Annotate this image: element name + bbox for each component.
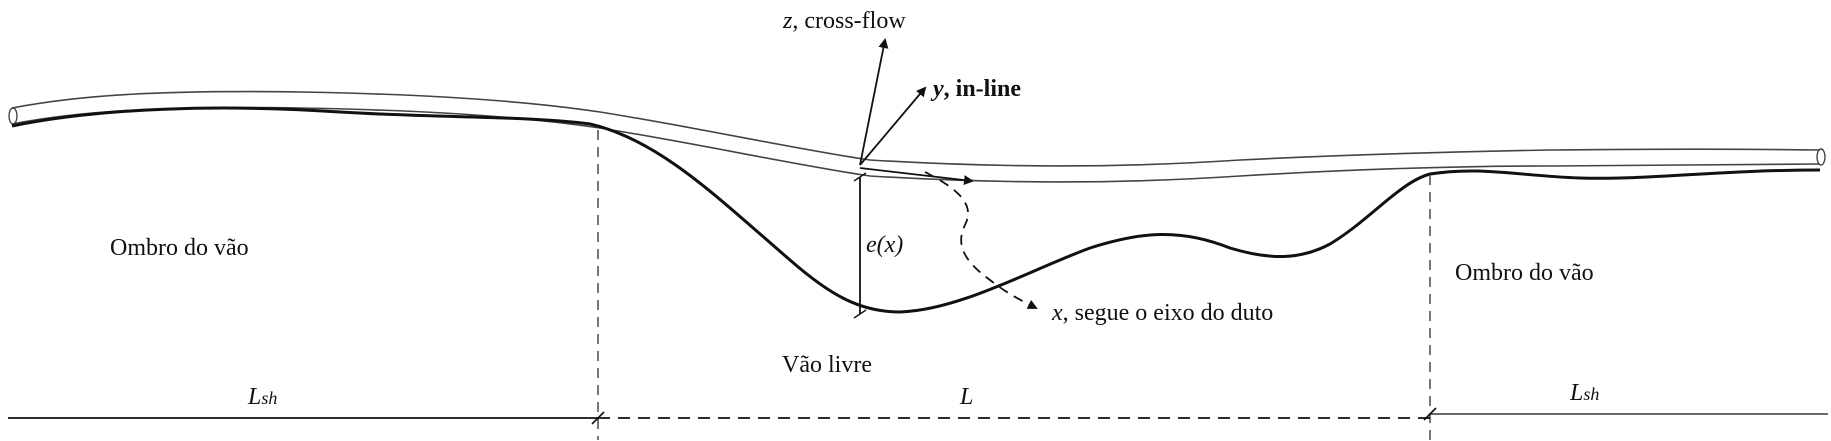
z-axis-text: , cross-flow: [792, 8, 906, 34]
pipe-upper-edge: [11, 90, 1821, 167]
free-span-label: Vão livre: [782, 352, 872, 378]
tangent-arrow: [859, 167, 974, 186]
pipe-left-end: [8, 107, 18, 125]
x-axis-var: x: [1051, 300, 1063, 326]
left-shoulder-label: Ombro do vão: [110, 235, 249, 261]
right-length-main: L: [1569, 380, 1583, 406]
left-shoulder-length-label: Lsh: [247, 384, 277, 410]
right-shoulder-label: Ombro do vão: [1455, 260, 1594, 286]
gap-tick-top: [853, 172, 867, 182]
z-axis-var: z: [782, 8, 793, 34]
left-length-main: L: [247, 384, 261, 410]
x-axis-text: , segue o eixo do duto: [1063, 300, 1274, 326]
y-axis-label: y, in-line: [930, 76, 1021, 102]
right-length-sub: sh: [1583, 384, 1599, 404]
dimension-tick-right: [1423, 407, 1437, 421]
pipe-right-end: [1816, 148, 1826, 166]
right-shoulder-length-label: Lsh: [1569, 380, 1599, 406]
dimension-tick-left: [591, 411, 605, 425]
left-length-sub: sh: [261, 388, 277, 408]
x-axis-label: x, segue o eixo do duto: [1051, 300, 1273, 326]
pipe-lower-edge: [11, 106, 1821, 183]
z-axis-label: z, cross-flow: [782, 8, 906, 34]
y-axis-text: , in-line: [944, 76, 1022, 102]
pipeline: [8, 90, 1826, 183]
x-axis-dashed-arrow: [924, 171, 1038, 309]
gap-tick-bottom: [853, 309, 867, 319]
gap-label: e(x): [866, 232, 903, 258]
span-length-label: L: [959, 384, 973, 410]
z-axis-arrow: [859, 38, 889, 166]
y-axis-arrow: [859, 86, 927, 166]
y-axis-var: y: [930, 76, 944, 102]
seabed-profile: [11, 106, 1821, 314]
